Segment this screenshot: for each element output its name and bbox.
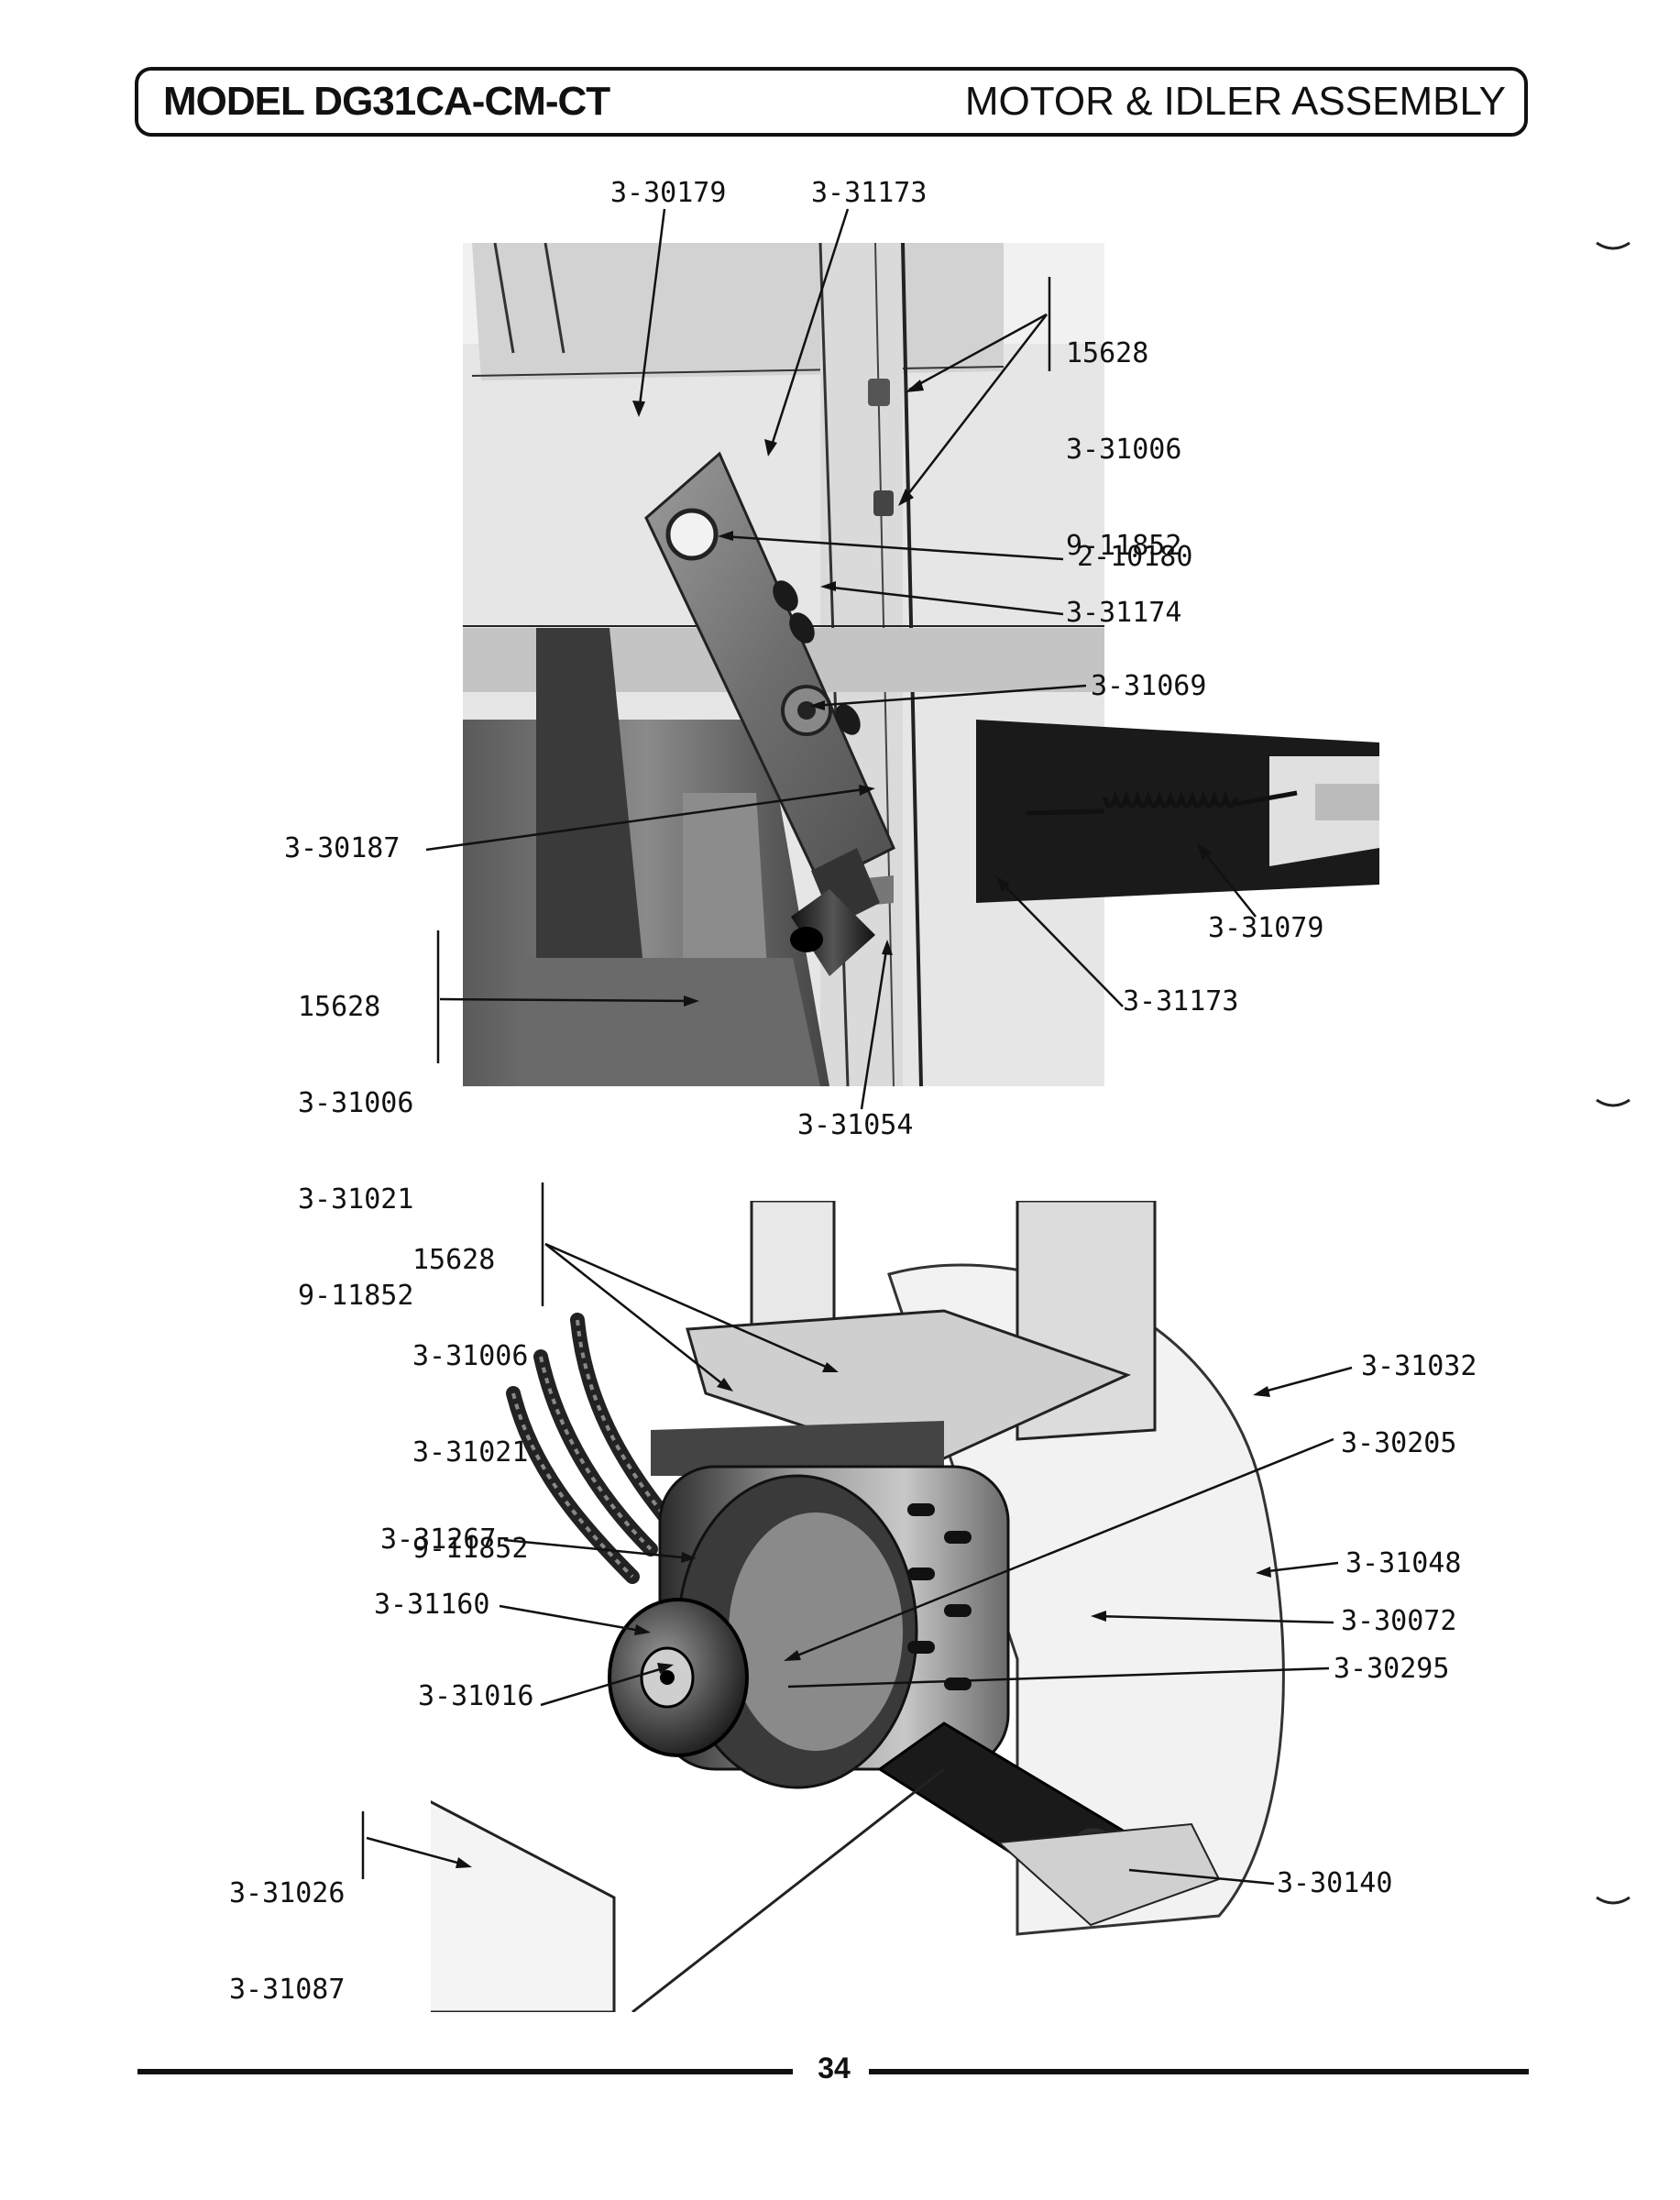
callout-group-left-bottom-2: 3-31087 bbox=[229, 1974, 346, 2006]
callout-group-top-3: 3-31021 bbox=[412, 1436, 529, 1468]
idler-assembly-photo bbox=[463, 243, 1384, 1086]
callout-group-left-top-4: 9-11852 bbox=[298, 1280, 414, 1312]
callout-group-left-bottom-1: 3-31026 bbox=[229, 1877, 346, 1909]
callout-group-left-top: 15628 3-31006 3-31021 9-11852 bbox=[298, 927, 413, 1344]
callout-3-31032: 3-31032 bbox=[1361, 1350, 1477, 1382]
callout-3-31069: 3-31069 bbox=[1091, 670, 1207, 702]
callout-group-left-top-2: 3-31006 bbox=[298, 1087, 414, 1119]
callout-3-31048: 3-31048 bbox=[1345, 1547, 1462, 1579]
callout-group-right: 15628 3-31006 9-11852 bbox=[1066, 273, 1181, 594]
callout-group-left-bottom: 3-31026 3-31087 bbox=[229, 1813, 345, 2038]
callout-3-31173-bottom: 3-31173 bbox=[1123, 985, 1239, 1018]
callout-3-31054: 3-31054 bbox=[797, 1109, 914, 1141]
callout-3-30205: 3-30205 bbox=[1341, 1427, 1457, 1459]
callout-3-31267: 3-31267 bbox=[380, 1524, 497, 1556]
footer-rule-left bbox=[137, 2069, 793, 2074]
callout-group-left-top-1: 15628 bbox=[298, 991, 381, 1023]
callout-2-10180: 2-10180 bbox=[1077, 541, 1193, 573]
footer-rule-right bbox=[869, 2069, 1529, 2074]
callout-3-31174: 3-31174 bbox=[1066, 597, 1182, 629]
callout-group-top: 15628 3-31006 3-31021 9-11852 bbox=[412, 1180, 528, 1597]
callout-3-30140: 3-30140 bbox=[1277, 1867, 1393, 1899]
callout-group-right-3: 9-11852 bbox=[1066, 530, 1182, 562]
callout-3-30187: 3-30187 bbox=[284, 832, 401, 864]
callout-group-right-2: 3-31006 bbox=[1066, 434, 1182, 466]
scan-edge-mark bbox=[1596, 241, 1631, 250]
scan-edge-mark bbox=[1596, 1896, 1631, 1905]
callout-3-30072: 3-30072 bbox=[1341, 1605, 1457, 1637]
callout-3-31016: 3-31016 bbox=[418, 1680, 534, 1712]
motor-assembly-photo bbox=[431, 1201, 1384, 2012]
callout-3-31173-top: 3-31173 bbox=[811, 177, 928, 209]
model-title: MODEL DG31CA-CM-CT bbox=[163, 79, 610, 124]
callout-group-top-1: 15628 bbox=[412, 1244, 496, 1276]
callout-3-30295: 3-30295 bbox=[1334, 1653, 1450, 1685]
callout-3-30179: 3-30179 bbox=[610, 177, 727, 209]
scan-edge-mark bbox=[1596, 1098, 1631, 1107]
callout-3-31160: 3-31160 bbox=[374, 1589, 490, 1621]
callout-group-top-2: 3-31006 bbox=[412, 1340, 529, 1372]
callout-group-right-1: 15628 bbox=[1066, 337, 1149, 369]
callout-group-left-top-3: 3-31021 bbox=[298, 1183, 414, 1216]
section-title: MOTOR & IDLER ASSEMBLY bbox=[964, 79, 1506, 124]
page-number: 34 bbox=[818, 2052, 851, 2084]
callout-group-top-4: 9-11852 bbox=[412, 1533, 529, 1565]
callout-3-31079: 3-31079 bbox=[1208, 912, 1324, 944]
header-frame bbox=[135, 67, 1528, 137]
